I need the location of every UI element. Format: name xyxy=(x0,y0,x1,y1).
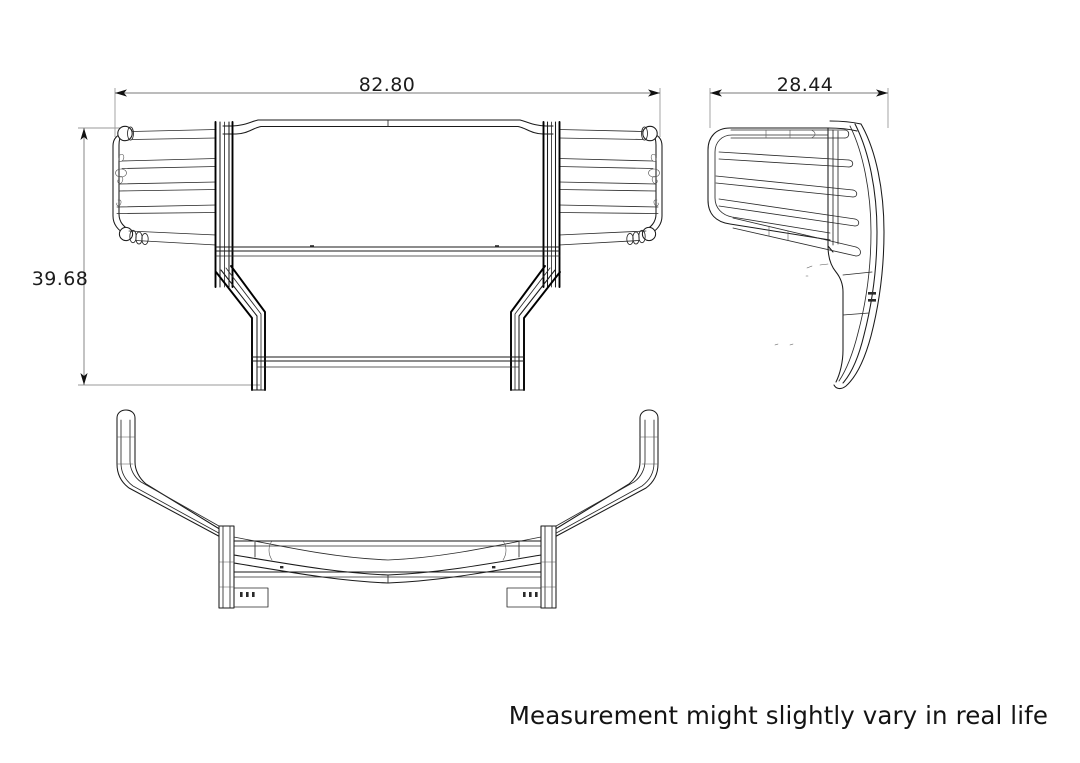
top-view-left-post xyxy=(218,525,269,609)
dimension-height: 39.68 xyxy=(32,127,260,386)
measurement-note: Measurement might slightly vary in real … xyxy=(509,701,1048,730)
top-view-rear-rail xyxy=(233,540,542,578)
front-view xyxy=(112,119,663,391)
top-view-right-arm xyxy=(548,409,659,541)
front-view-center-frame xyxy=(214,119,561,391)
dimension-depth-label: 28.44 xyxy=(777,74,833,96)
dimension-width-label: 82.80 xyxy=(359,74,415,96)
top-view-right-post xyxy=(506,525,557,609)
front-view-left-wing xyxy=(112,125,217,246)
side-view-bars xyxy=(715,129,861,257)
front-view-right-wing xyxy=(558,125,663,246)
dimension-height-label: 39.68 xyxy=(32,268,88,290)
side-view xyxy=(707,120,885,390)
dimension-depth: 28.44 xyxy=(709,74,889,128)
top-view xyxy=(116,409,659,609)
dimension-width: 82.80 xyxy=(114,74,661,137)
top-view-center-bow xyxy=(233,536,542,584)
top-view-left-arm xyxy=(116,409,227,541)
